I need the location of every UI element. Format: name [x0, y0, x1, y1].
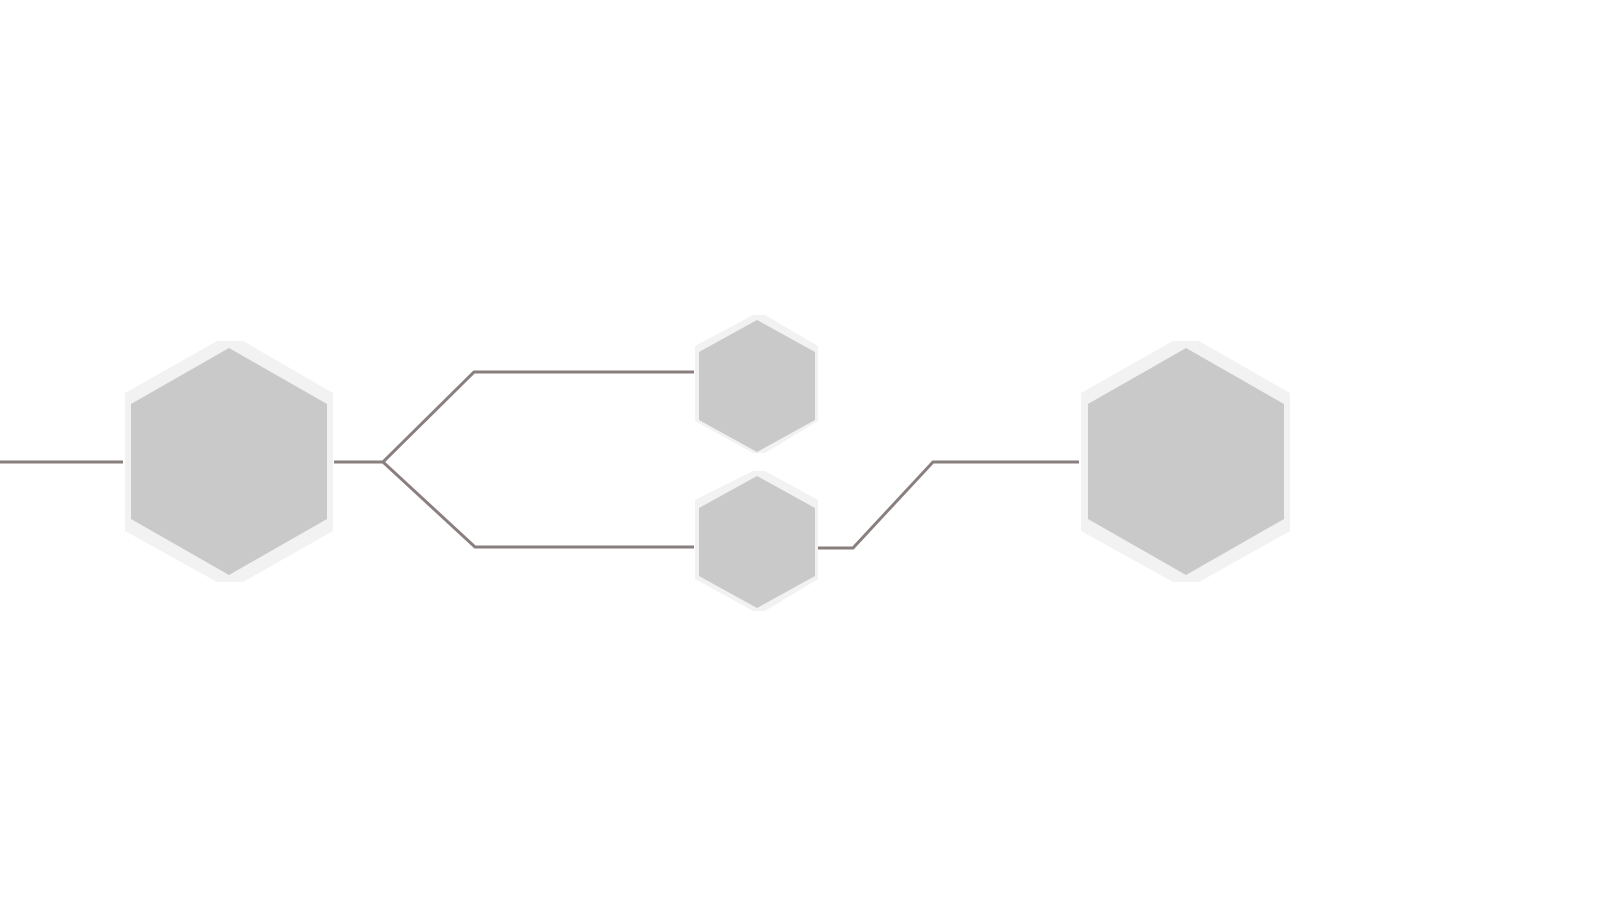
connector-left-to-top: [334, 370, 694, 464]
connectors: [0, 370, 1079, 550]
connector-bottom-to-right: [818, 460, 1079, 550]
hexagon-node-top-small[interactable]: [695, 315, 818, 453]
hexagon-left-large-shape: [131, 348, 327, 575]
hexagon-node-bottom-small[interactable]: [695, 471, 818, 611]
hexagon-right-large-shape: [1088, 348, 1284, 575]
hexagon-top-small-shape: [699, 320, 815, 452]
hexagon-node-left-large[interactable]: [125, 341, 333, 582]
connector-left-to-bottom: [381, 460, 694, 549]
hexagon-node-right-large[interactable]: [1081, 341, 1290, 582]
nodes: [125, 315, 1290, 611]
hexagon-bottom-small-shape: [699, 476, 815, 608]
